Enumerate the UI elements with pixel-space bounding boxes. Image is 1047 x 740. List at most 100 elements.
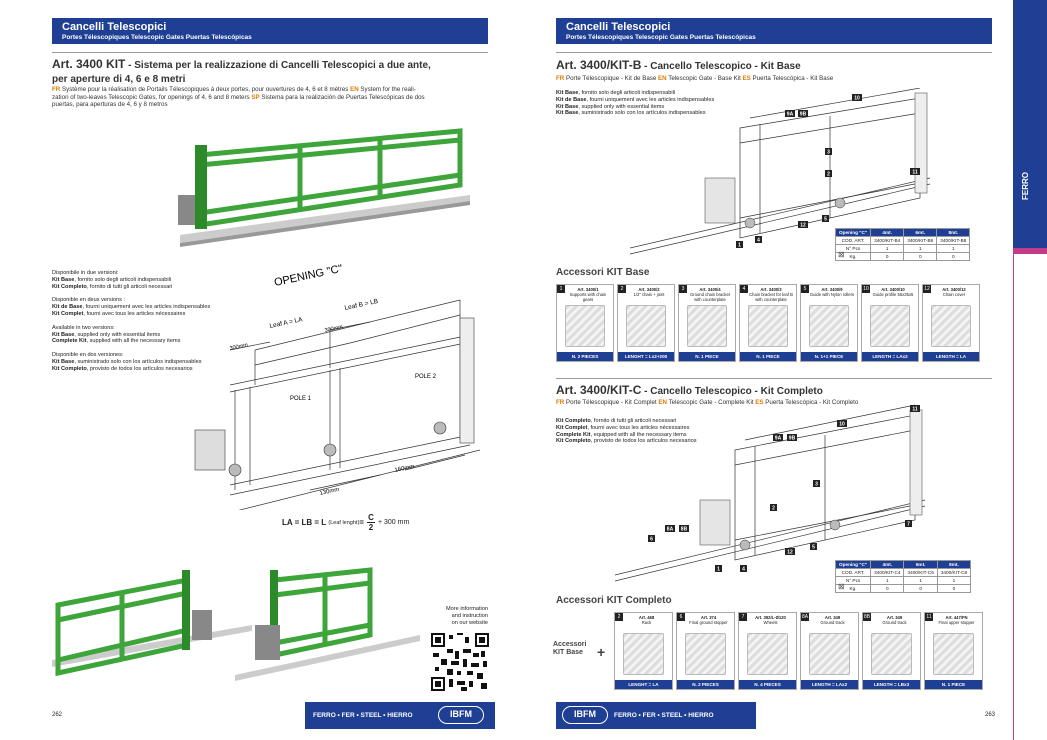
plus-l2: KIT Base [553,649,583,656]
desc-t: , fornito di tutti gli articoli necessar… [590,418,677,424]
card-footer: N. 1 PIECE [740,352,796,361]
lang-sp-tag: SP [251,93,260,101]
card-footer: LENGHT = Lx2+200 [618,352,674,361]
card-art: Art. 3400/12 [942,287,966,292]
lang-en: System for the reali- [358,86,416,93]
green-gate-open-photo [235,567,420,681]
left-art-sub: - Sistema per la realizzazione di Cancel… [125,60,431,71]
left-footer-text: FERRO • FER • STEEL • HIERRO [313,712,413,719]
kitb-title: Art. 3400/KIT-B [556,58,642,72]
card-art: Art. 3400/3 [760,287,782,292]
card-footer: LENGTH = LAx2 [862,352,918,361]
package-icon: ⊠ [838,250,845,259]
card-number: 5 [801,285,809,293]
desc-b: Kit Completo [556,438,591,445]
lang-fr: Système pour la réalisation de Portails … [60,86,351,93]
desc-b: Complete Kit [556,431,591,438]
card-footer: N. 1 PIECE [925,680,982,689]
part-icon [687,305,727,347]
callout-box [798,221,808,228]
callout-label: 9B [789,435,796,441]
callout-box [852,94,862,101]
right-footer-text: FERRO • FER • STEEL • HIERRO [614,712,714,719]
more-l3: on our website [451,619,488,626]
table-header-cell: 6mt. [903,560,938,569]
more-l1: More information [446,606,488,612]
part-icon [565,305,605,347]
dim-130: 130mm [319,487,340,497]
desc-b: Kit Completo [556,418,591,424]
side-tab-label: FERRO [1021,172,1030,200]
callout-label: 10 [854,95,860,101]
kitb-acc-title: Accessori KIT Base [556,267,650,278]
version-l1: , supplied only with essential items [74,331,161,338]
kitb-sub: - Cancello Telescopico - Kit Base [641,61,801,72]
callout-label: 7 [907,521,910,527]
lang-sp-tag: ES [742,75,751,82]
pole2-label: POLE 2 [415,374,437,380]
part-icon [747,633,788,675]
desc-b: Kit Base [556,90,579,96]
table-cell: 0 [936,252,971,261]
part-icon [685,633,726,675]
kitc-acc-title: Accessori KIT Completo [556,595,672,606]
table-cell: 1 [903,576,938,585]
dim-300b: 300mm [324,324,344,334]
callout-box [648,535,655,542]
callout-box [910,168,920,175]
lang-sp-tag: ES [755,399,764,406]
version-l1b: Kit Base [52,358,75,365]
left-header-title: Cancelli Telescopici [62,21,167,33]
version-en: Available in two versions: Kit Base, sup… [52,325,252,345]
card-number: 8B [863,613,871,621]
divider [556,52,992,53]
left-ibfm-logo[interactable]: IBFM [438,706,484,724]
callout-label: 12 [800,222,806,228]
card-desc: Ground track [882,620,907,625]
kitc-lang: FR Porte Télescopique - Kit Complet EN T… [556,399,858,407]
callout-label: 12 [787,549,793,555]
right-ibfm-logo[interactable]: IBFM [562,706,608,724]
callout-label: 3 [815,481,818,487]
divider [556,378,992,379]
table-cell: COD. ART. [834,568,872,577]
callout-label: 8B [681,526,688,532]
dim-300a: 300mm [229,342,249,352]
version-head: Disponible en deux versions : [52,297,126,304]
left-art-title: Art. 3400 KIT [52,57,126,71]
card-desc: Chain bracket for leaf B with counterpla… [749,292,793,302]
side-tab[interactable] [1013,0,1047,248]
desc-b: Kit Base [556,110,579,117]
table-cell: 3400/KIT-B8 [936,236,971,245]
table-header: Opening "C"4mt.6mt.8mt. [834,228,971,237]
callout-label: 1 [738,242,741,248]
card-art: Art. 349 [886,615,903,620]
card-footer: LENGHT = LA [615,680,672,689]
callout-box [679,525,689,532]
qr-code[interactable] [431,633,489,691]
left-header: Cancelli Telescopici Portes Télescopique… [52,18,488,44]
desc-t: , supplied only with essential items [578,103,665,110]
side-line [1013,254,1014,740]
part-icon [809,633,850,675]
callout-box [810,543,817,550]
part-icon [870,305,910,347]
card-desc: Final ground stopper [689,620,728,625]
